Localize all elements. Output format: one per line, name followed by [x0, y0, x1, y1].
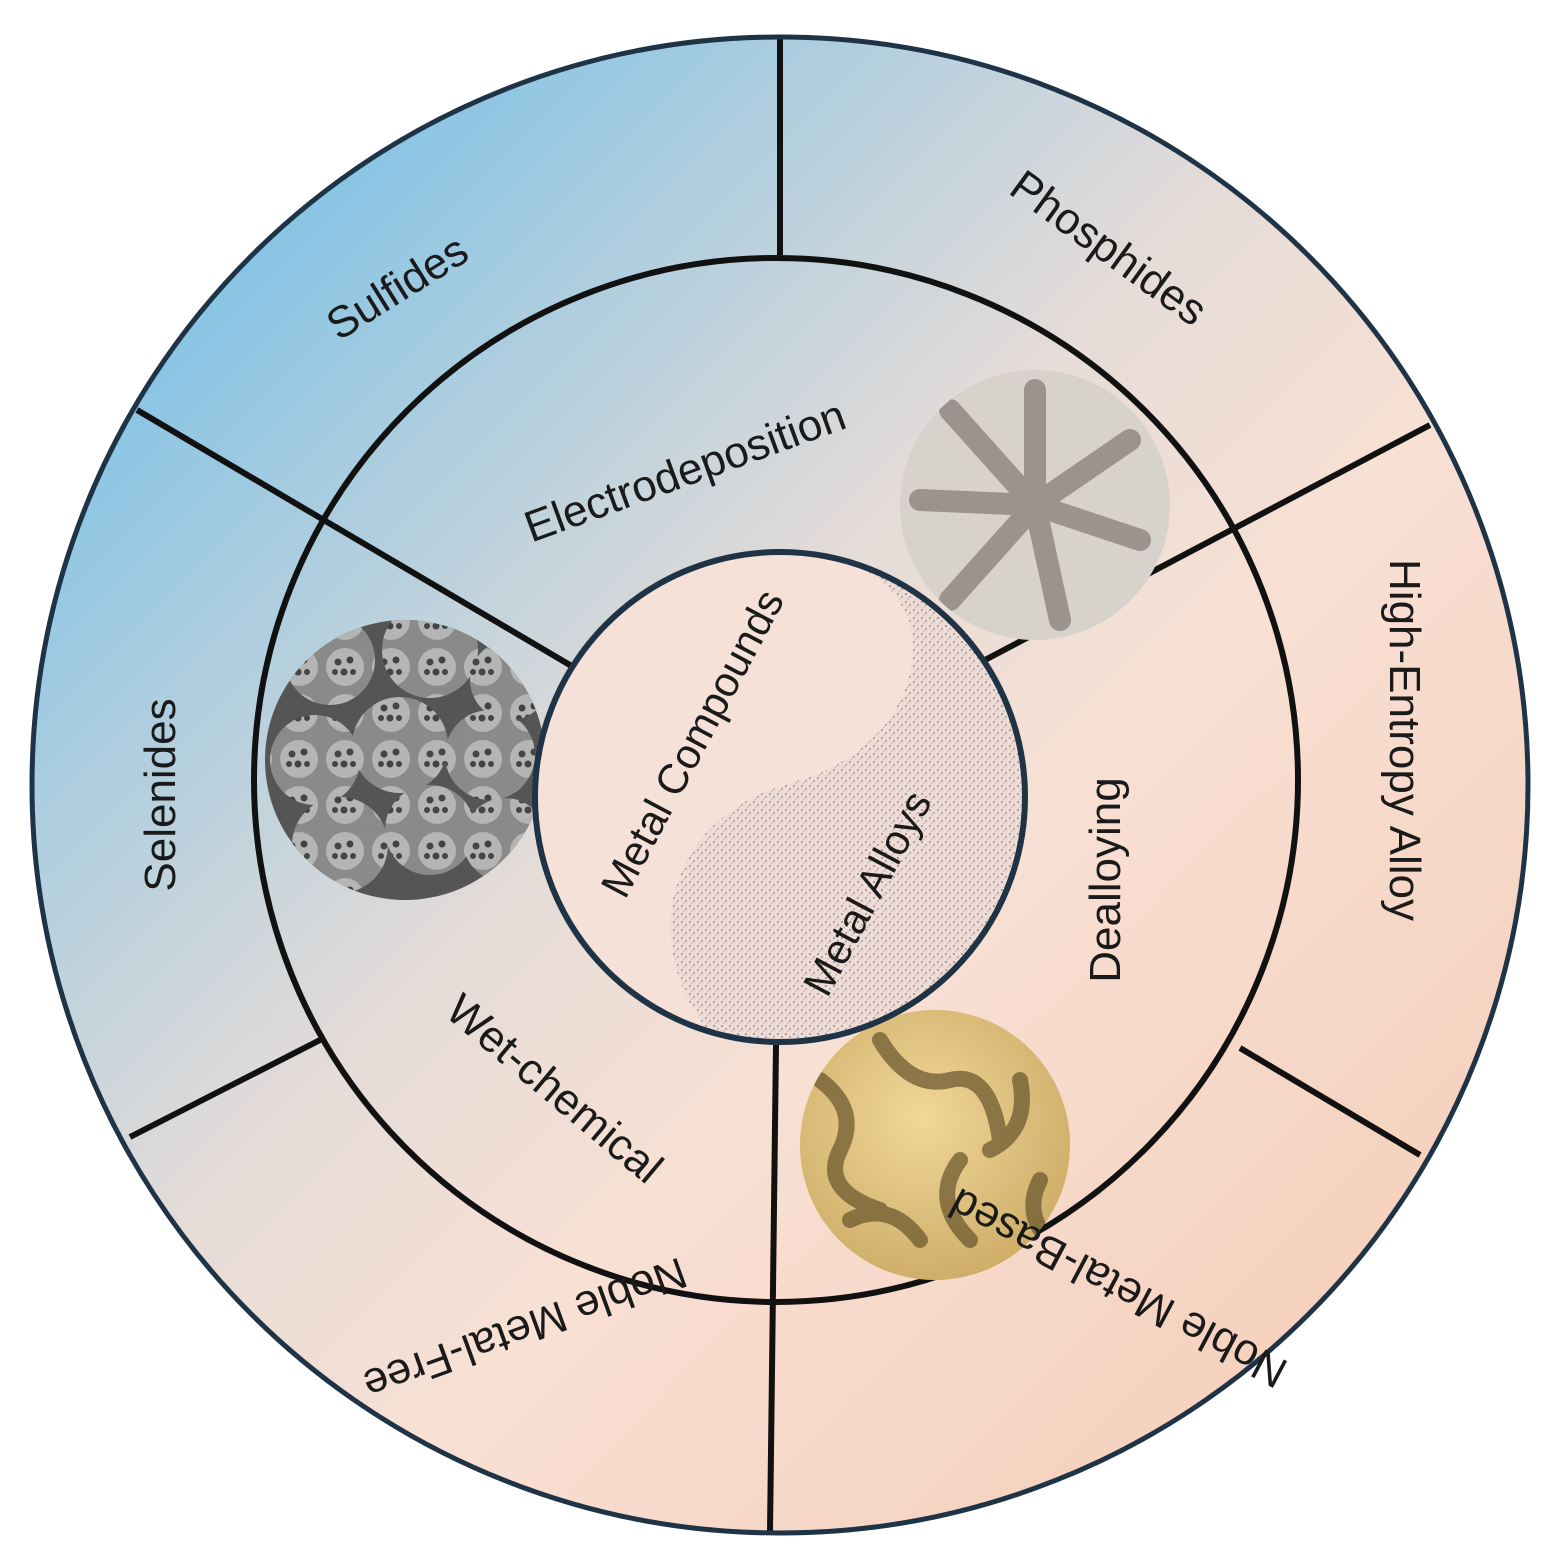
divider-bottom [767, 1044, 779, 1533]
inner-border [532, 549, 1028, 1045]
metal-alloys-half [670, 555, 1025, 1042]
label-dealloying: Dealloying [1081, 777, 1130, 982]
label-selenides: Selenides [136, 698, 185, 891]
label-high-entropy-alloy: High-Entropy Alloy [1380, 559, 1429, 921]
outer-border [29, 34, 1531, 1536]
divider-lower-right [1238, 1045, 1422, 1158]
nanoporous-gold-image [800, 1010, 1070, 1280]
divider-upper-left [135, 407, 577, 671]
divider-lower-left [128, 1037, 322, 1140]
middle-ring-border [251, 255, 1301, 1305]
dendrite-flake-image [900, 370, 1170, 640]
